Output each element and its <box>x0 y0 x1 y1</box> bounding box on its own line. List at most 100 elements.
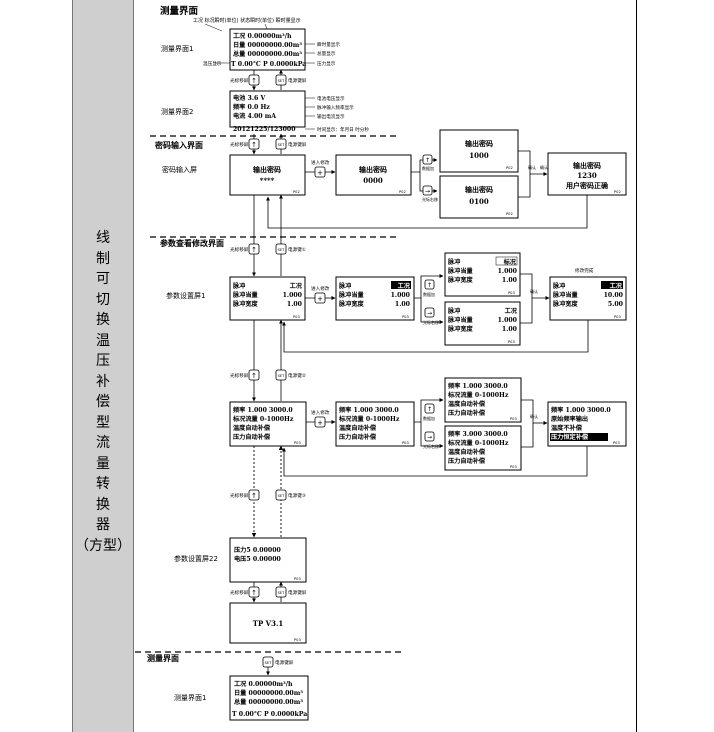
p1b-l1r: 标况 <box>503 258 517 266</box>
label-measure2: 测量界面2 <box>161 108 193 116</box>
p2a-l3: 温度自动补偿 <box>339 424 377 432</box>
section-title-measure-top: 测量界面 <box>160 5 199 17</box>
m1b-line1: 工况 0.00000m³/h <box>234 680 293 688</box>
screen-param1a: 脉冲 工况 脉冲当量 1.000 脉冲宽度 1.00 P03 <box>335 276 415 321</box>
p2c-l1: 频率 3.000 3000.0 <box>448 430 508 438</box>
key-right-p2-label: → <box>427 434 432 441</box>
key-set-4-label: SET <box>278 374 286 378</box>
key-plus-p2-label: + <box>317 419 323 427</box>
pw5-page: P02 <box>614 190 621 194</box>
key-right-p1[interactable]: → <box>424 307 435 318</box>
key-plus-p1[interactable]: + <box>314 292 326 304</box>
key-right-p2[interactable]: → <box>424 431 435 442</box>
m2-line2: 频率 0.0 Hz <box>233 103 270 111</box>
screen-param2: 频率 1.000 3000.0 标况流量 0-1000Hz 温度自动补偿 压力自… <box>229 401 307 447</box>
key-up-p1-label: ↑ <box>427 282 432 289</box>
key-set-1[interactable]: SET <box>275 74 287 86</box>
key-set-6-label: SET <box>278 591 286 595</box>
anno-set-6: 电源键屏 <box>288 589 307 596</box>
key-up-5[interactable]: ↑ <box>248 489 260 501</box>
key-up-1-label: ↑ <box>251 77 257 85</box>
p1-page: P03 <box>293 315 300 319</box>
anno-confirm-p1: 确认 <box>530 288 538 294</box>
label-measure1: 测量界面1 <box>161 45 193 53</box>
key-plus-p1-label: + <box>317 295 323 303</box>
key-set-4[interactable]: SET <box>275 369 287 381</box>
key-set-7[interactable]: SET <box>262 656 274 668</box>
key-set-2[interactable]: SET <box>275 138 287 150</box>
anno-digit-add-pw: 数据加 <box>422 165 434 171</box>
key-right-pw[interactable]: → <box>422 185 433 196</box>
key-up-3[interactable]: ↑ <box>248 243 260 255</box>
p2-l3: 温度自动补偿 <box>233 424 271 432</box>
p1b-l1: 脉冲 <box>447 258 460 266</box>
anno-digit-shift-p2: 光标右移 <box>423 443 439 449</box>
key-plus-pw[interactable]: + <box>314 166 326 178</box>
pw4-line1: 输出密码 <box>465 185 493 194</box>
pw1-page: P02 <box>293 190 300 194</box>
key-up-4-label: ↑ <box>251 372 257 380</box>
p2b-l1: 频率 1.000 3000.0 <box>448 382 508 390</box>
screen-pw1: 输出密码 **** P02 <box>229 154 306 196</box>
p1c-l2: 脉冲当量 <box>447 316 474 324</box>
key-up-p1[interactable]: ↑ <box>424 279 435 290</box>
anno-cycle-2: 光标移屏 <box>230 141 249 148</box>
key-set-3[interactable]: SET <box>275 243 287 255</box>
p2d-l2: 原始频率输出 <box>551 415 588 423</box>
p2b-l3: 温度自动补偿 <box>448 400 486 408</box>
anno-enter-p2: 进入修改 <box>311 409 330 416</box>
label-param1: 参数设置屏1 <box>166 291 205 300</box>
p1-l3r: 1.00 <box>287 301 303 308</box>
sidebar-title-char: 切 <box>96 291 110 308</box>
p1b-l2r: 1.000 <box>498 268 518 275</box>
key-up-2[interactable]: ↑ <box>248 138 260 150</box>
pw3-line2: 1000 <box>469 151 489 160</box>
legend-top: 工况 标况瞬时(单位) 状态瞬时(单位) 瞬时量显示 <box>193 17 301 24</box>
right-border <box>636 0 637 732</box>
pw3-page: P02 <box>506 166 513 170</box>
p1d-l1: 脉冲 <box>552 282 565 290</box>
p2d-page: P03 <box>613 441 620 445</box>
pw2-line1: 输出密码 <box>359 165 387 174</box>
p1d-l2: 脉冲当量 <box>552 291 579 299</box>
key-up-6-label: ↑ <box>251 589 257 597</box>
sidebar-title-char: 偿 <box>96 394 110 410</box>
label-measure1-bottom: 测量界面1 <box>174 694 206 702</box>
screen-measure1-bottom: 工况 0.00000m³/h 日量 00000000.00m³ 总量 00000… <box>229 675 309 721</box>
section-title-params: 参数查看修改界面 <box>159 238 224 248</box>
key-up-p2[interactable]: ↑ <box>424 403 435 414</box>
key-plus-p2[interactable]: + <box>314 416 326 428</box>
key-up-pw[interactable]: ↑ <box>422 154 433 165</box>
key-set-5[interactable]: SET <box>275 489 287 501</box>
key-up-5-label: ↑ <box>251 492 257 500</box>
m2-line4: 20121225/123000 <box>233 126 296 133</box>
p1b-l2: 脉冲当量 <box>447 267 474 275</box>
sidebar: 线制可切换温压补偿型流量转换器（方型） <box>72 0 134 732</box>
screen-param1b: 脉冲 标况 脉冲当量 1.000 脉冲宽度 1.00 P03 <box>444 252 521 297</box>
pw5-line3: 用户密码正确 <box>566 181 608 190</box>
key-up-4[interactable]: ↑ <box>248 369 260 381</box>
ver-page: P03 <box>294 638 301 642</box>
screen-param1d: 脉冲 工况 脉冲当量 10.00 脉冲宽度 5.00 P03 <box>549 276 627 321</box>
key-right-pw-label: → <box>425 188 430 195</box>
p2c-l2: 标况流量 0-1000Hz <box>447 439 509 447</box>
anno-battery: 电池电压显示 <box>317 95 345 102</box>
p1-l2r: 1.000 <box>283 292 303 299</box>
p1-l1: 脉冲 <box>232 282 245 290</box>
anno-current: 输出电流显示 <box>317 113 345 120</box>
key-set-6[interactable]: SET <box>275 586 287 598</box>
m1b-line4: T 0.00°C P 0.0000kPa <box>232 711 307 718</box>
anno-confirm-pw: 确认 <box>528 164 536 170</box>
key-set-1-label: SET <box>278 79 286 83</box>
key-up-6[interactable]: ↑ <box>248 586 260 598</box>
p2-l2: 标况流量 0-1000Hz <box>232 415 294 423</box>
key-up-1[interactable]: ↑ <box>248 74 260 86</box>
screen-pw2: 输出密码 0000 P02 <box>335 154 412 196</box>
p1c-l1: 脉冲 <box>447 307 460 315</box>
m2-line1: 电池 3.6 V <box>233 94 265 102</box>
anno-set-3: 电源键① <box>288 246 306 253</box>
m1-line1: 工况 0.00000m³/h <box>233 32 292 40</box>
anno-temp-pressure: 压力显示 <box>317 60 336 67</box>
anno-digit-shift-pw: 光标右移 <box>422 196 438 202</box>
m1b-line3: 总量 00000000.00m³ <box>234 698 303 706</box>
